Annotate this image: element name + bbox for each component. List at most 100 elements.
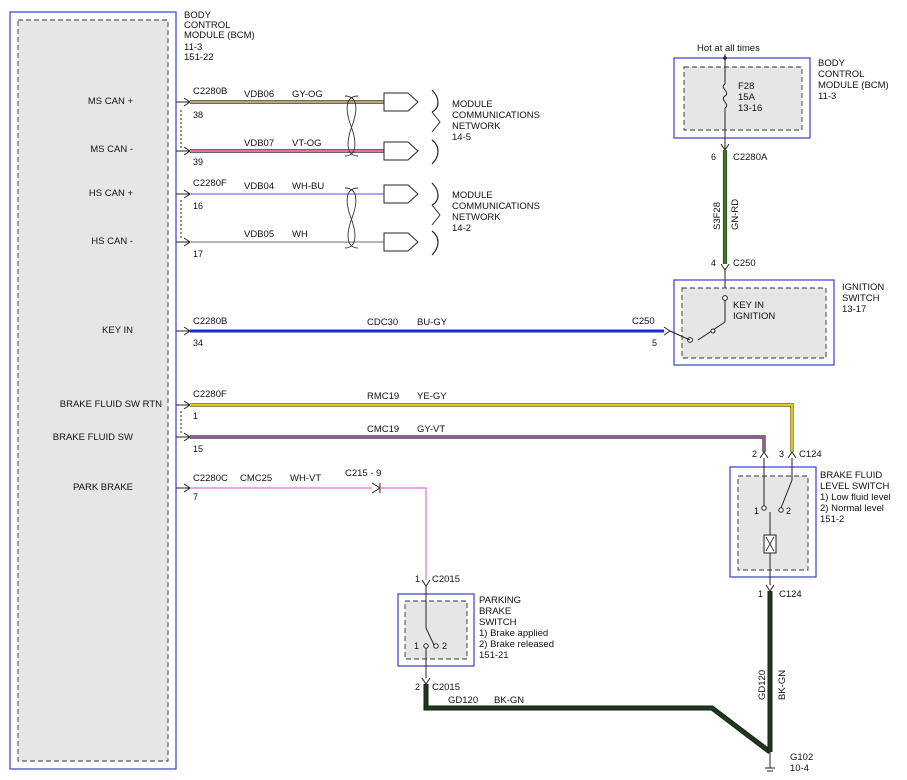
input-park-brake: PARK BRAKE bbox=[73, 482, 133, 493]
parking-title-line-5: 2) Brake released bbox=[479, 639, 554, 650]
hs-network-line-1: MODULE bbox=[452, 190, 493, 201]
circuit-vdb05: VDB05 bbox=[244, 229, 274, 240]
pin-16: 16 bbox=[193, 201, 203, 211]
network-braces bbox=[431, 89, 441, 256]
pin-4: 4 bbox=[711, 258, 716, 268]
ms-network-line-3: NETWORK bbox=[452, 121, 501, 132]
color-wh-vt: WH-VT bbox=[290, 473, 321, 484]
can-connector-caps bbox=[383, 92, 419, 252]
parking-brake-switch: 1 2 bbox=[397, 586, 475, 678]
connector-c2280c: C2280C bbox=[193, 473, 228, 484]
ignition-switch: KEY IN IGNITION bbox=[669, 279, 835, 366]
circuit-gd120-vertical: GD120 bbox=[757, 670, 768, 700]
input-brake-fluid-sw: BRAKE FLUID SW bbox=[53, 432, 133, 443]
fuse-module-title: BODY CONTROL MODULE (BCM) 11-3 bbox=[818, 58, 889, 102]
input-brake-fluid-sw-rtn: BRAKE FLUID SW RTN bbox=[60, 399, 162, 410]
parking-title-line-3: SWITCH bbox=[479, 617, 517, 628]
pin-1: 1 bbox=[193, 411, 198, 421]
ground-g102: G102 10-4 bbox=[765, 752, 813, 774]
c2015-pin-1: 1 bbox=[415, 574, 420, 584]
circuit-cdc30: CDC30 bbox=[367, 317, 398, 328]
twisted-pair-ms bbox=[344, 95, 359, 157]
c124-pin-1: 1 bbox=[758, 589, 763, 599]
color-bk-gn-vertical: BK-GN bbox=[777, 670, 788, 700]
key-in-wire bbox=[190, 326, 671, 336]
bcm-title-line-2: CONTROL bbox=[184, 20, 230, 31]
parking-title-line-4: 1) Brake applied bbox=[479, 628, 548, 639]
fuse-to-ignition-wire: 6 C2280A S3F28 GN-RD 4 C250 bbox=[711, 143, 768, 296]
pin-7: 7 bbox=[193, 492, 198, 502]
connector-c250-top: C250 bbox=[733, 258, 756, 269]
circuit-s3f28: S3F28 bbox=[712, 202, 723, 230]
fuse-rating: 15A bbox=[738, 92, 756, 103]
key-in-labels: C2280B 34 CDC30 BU-GY C250 5 bbox=[193, 316, 657, 348]
connector-c2015-bottom: C2015 bbox=[432, 682, 460, 693]
input-ms-can-plus: MS CAN + bbox=[88, 96, 134, 107]
connector-c124-bottom: C124 bbox=[779, 589, 802, 600]
ms-network-label: MODULE COMMUNICATIONS NETWORK 14-5 bbox=[452, 99, 540, 143]
ignition-title-line-1: IGNITION bbox=[842, 282, 884, 293]
brake-fluid-switch: 2 3 C124 1 2 bbox=[729, 449, 822, 585]
parking-title-line-6: 151-21 bbox=[479, 650, 509, 661]
bcm-input-labels: MS CAN + MS CAN - HS CAN + HS CAN - KEY … bbox=[53, 96, 162, 493]
input-key-in: KEY IN bbox=[102, 325, 133, 336]
pin-17: 17 bbox=[193, 249, 203, 259]
brake-fluid-sw-rtn-wire bbox=[190, 403, 794, 452]
color-gy-og: GY-OG bbox=[292, 89, 323, 100]
fuse-title-line-3: MODULE (BCM) bbox=[818, 80, 889, 91]
fuse-title-line-4: 11-3 bbox=[818, 91, 836, 102]
input-hs-can-plus: HS CAN + bbox=[89, 188, 134, 199]
c2015-pin-2: 2 bbox=[415, 682, 420, 692]
fuse-ref: 13-16 bbox=[738, 103, 762, 114]
switch-pin-2: 2 bbox=[786, 506, 791, 516]
ms-network-line-1: MODULE bbox=[452, 99, 493, 110]
connector-c124-top: C124 bbox=[799, 449, 822, 460]
switch-pin-1: 1 bbox=[754, 506, 759, 516]
bcm-title: BODY CONTROL MODULE (BCM) 11-3 151-22 bbox=[184, 10, 255, 63]
color-wh-bu: WH-BU bbox=[292, 181, 324, 192]
pin-38: 38 bbox=[193, 110, 203, 120]
ground-ref: 10-4 bbox=[790, 763, 809, 774]
color-vt-og: VT-OG bbox=[292, 138, 322, 149]
ms-network-line-4: 14-5 bbox=[452, 132, 471, 143]
hs-network-line-3: NETWORK bbox=[452, 212, 501, 223]
circuit-rmc19: RMC19 bbox=[367, 391, 399, 402]
hs-network-line-2: COMMUNICATIONS bbox=[452, 201, 540, 212]
circuit-vdb07: VDB07 bbox=[244, 138, 274, 149]
park-brake-labels: C2280C 7 CMC25 WH-VT C215 - 9 1 C2015 bbox=[193, 468, 460, 585]
fuse-module bbox=[673, 57, 811, 139]
circuit-cmc25: CMC25 bbox=[240, 473, 272, 484]
ignition-title-line-2: SWITCH bbox=[842, 293, 880, 304]
brake-fluid-title: BRAKE FLUID LEVEL SWITCH 1) Low fluid le… bbox=[820, 470, 891, 525]
brake-fluid-title-line-3: 1) Low fluid level bbox=[820, 492, 891, 503]
parking-title-line-2: BRAKE bbox=[479, 606, 511, 617]
hs-network-label: MODULE COMMUNICATIONS NETWORK 14-2 bbox=[452, 190, 540, 234]
color-bk-gn: BK-GN bbox=[494, 695, 524, 706]
color-bu-gy: BU-GY bbox=[417, 317, 448, 328]
fuse-name: F28 bbox=[738, 81, 754, 92]
pin-39: 39 bbox=[193, 157, 203, 167]
ignition-title-line-3: 13-17 bbox=[842, 304, 866, 315]
bcm-ref-1: 11-3 bbox=[184, 42, 202, 53]
connector-c2280a: C2280A bbox=[733, 152, 768, 163]
color-ye-gy: YE-GY bbox=[417, 391, 447, 402]
input-hs-can-minus: HS CAN - bbox=[91, 236, 133, 247]
brake-fluid-title-line-5: 151-2 bbox=[820, 514, 844, 525]
brake-fluid-sw-wire bbox=[190, 435, 766, 452]
circuit-vdb06: VDB06 bbox=[244, 89, 274, 100]
c124-pin-3: 3 bbox=[779, 449, 784, 459]
brake-fluid-title-line-1: BRAKE FLUID bbox=[820, 470, 882, 481]
connector-c250-left: C250 bbox=[632, 316, 655, 327]
brake-fluid-wire-labels: C2280F 1 RMC19 YE-GY 15 CMC19 GY-VT bbox=[193, 389, 447, 454]
connector-c2015-top: C2015 bbox=[432, 574, 460, 585]
color-gn-rd: GN-RD bbox=[730, 199, 741, 230]
bcm-module bbox=[9, 11, 177, 770]
ignition-label-line-1: KEY IN bbox=[733, 300, 764, 311]
c124-pin-2: 2 bbox=[752, 449, 757, 459]
connector-c215: C215 - 9 bbox=[345, 468, 381, 479]
twisted-pair-hs bbox=[344, 187, 359, 249]
parking-brake-title: PARKING BRAKE SWITCH 1) Brake applied 2)… bbox=[479, 595, 554, 661]
fuse-title-line-1: BODY bbox=[818, 58, 846, 69]
color-gy-vt: GY-VT bbox=[417, 424, 445, 435]
circuit-vdb04: VDB04 bbox=[244, 181, 274, 192]
